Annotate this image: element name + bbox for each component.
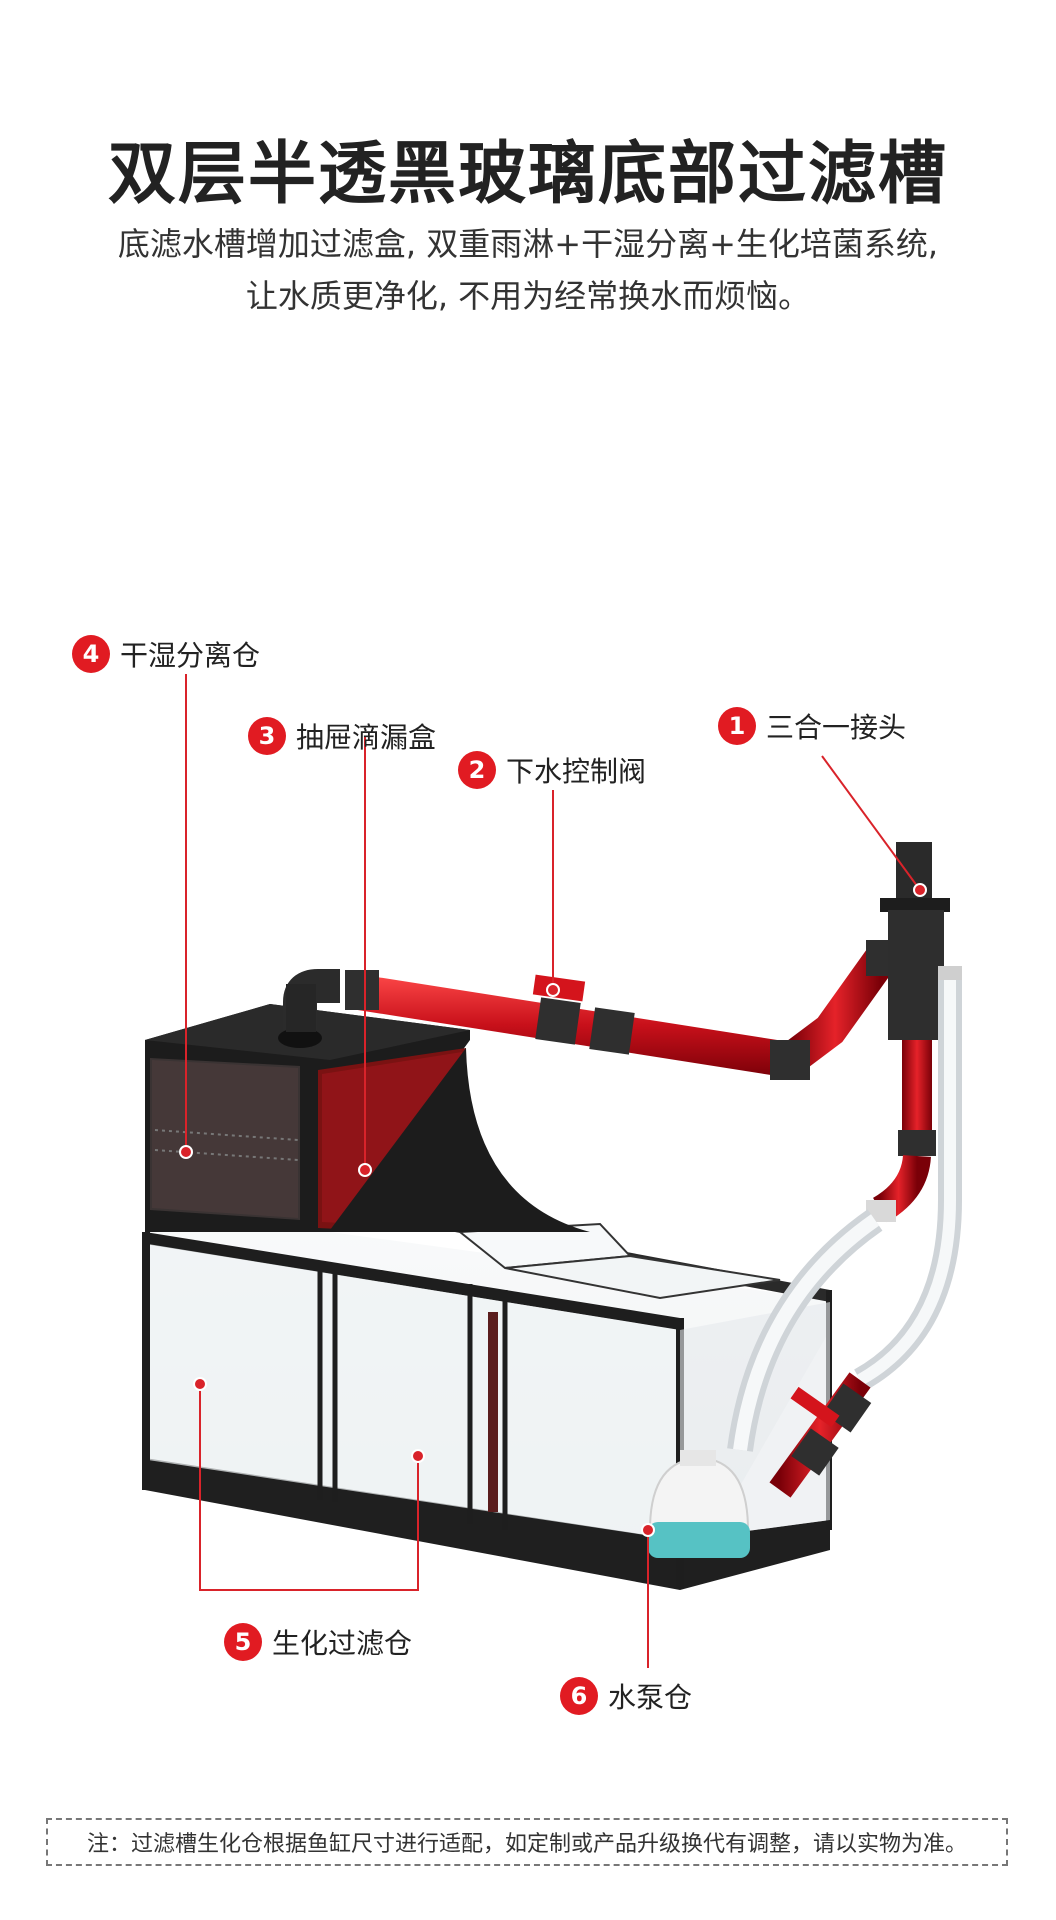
badge-4: 4: [72, 635, 110, 673]
callout-label-1: 三合一接头: [766, 706, 906, 746]
badge-5: 5: [224, 1623, 262, 1661]
callout-label-3: 抽屉滴漏盒: [296, 716, 436, 756]
callout-drip-drawer: 3 抽屉滴漏盒: [248, 716, 436, 756]
upper-filter-box: [145, 1004, 590, 1232]
callout-bio-chamber: 5 生化过滤仓: [224, 1622, 412, 1662]
callout-label-6: 水泵仓: [608, 1676, 692, 1716]
footer-note: 注：过滤槽生化仓根据鱼缸尺寸进行适配，如定制或产品升级换代有调整，请以实物为准。: [46, 1818, 1008, 1866]
callout-drain-valve: 2 下水控制阀: [458, 750, 646, 790]
callout-pump-chamber: 6 水泵仓: [560, 1676, 692, 1716]
badge-1: 1: [718, 707, 756, 745]
footer-note-text: 注：过滤槽生化仓根据鱼缸尺寸进行适配，如定制或产品升级换代有调整，请以实物为准。: [87, 1826, 967, 1858]
callout-tee-joint: 1 三合一接头: [718, 706, 906, 746]
badge-6: 6: [560, 1677, 598, 1715]
callout-label-4: 干湿分离仓: [120, 634, 260, 674]
callout-wet-dry-chamber: 4 干湿分离仓: [72, 634, 260, 674]
callout-label-5: 生化过滤仓: [272, 1622, 412, 1662]
badge-3: 3: [248, 717, 286, 755]
callout-label-2: 下水控制阀: [506, 750, 646, 790]
badge-2: 2: [458, 751, 496, 789]
